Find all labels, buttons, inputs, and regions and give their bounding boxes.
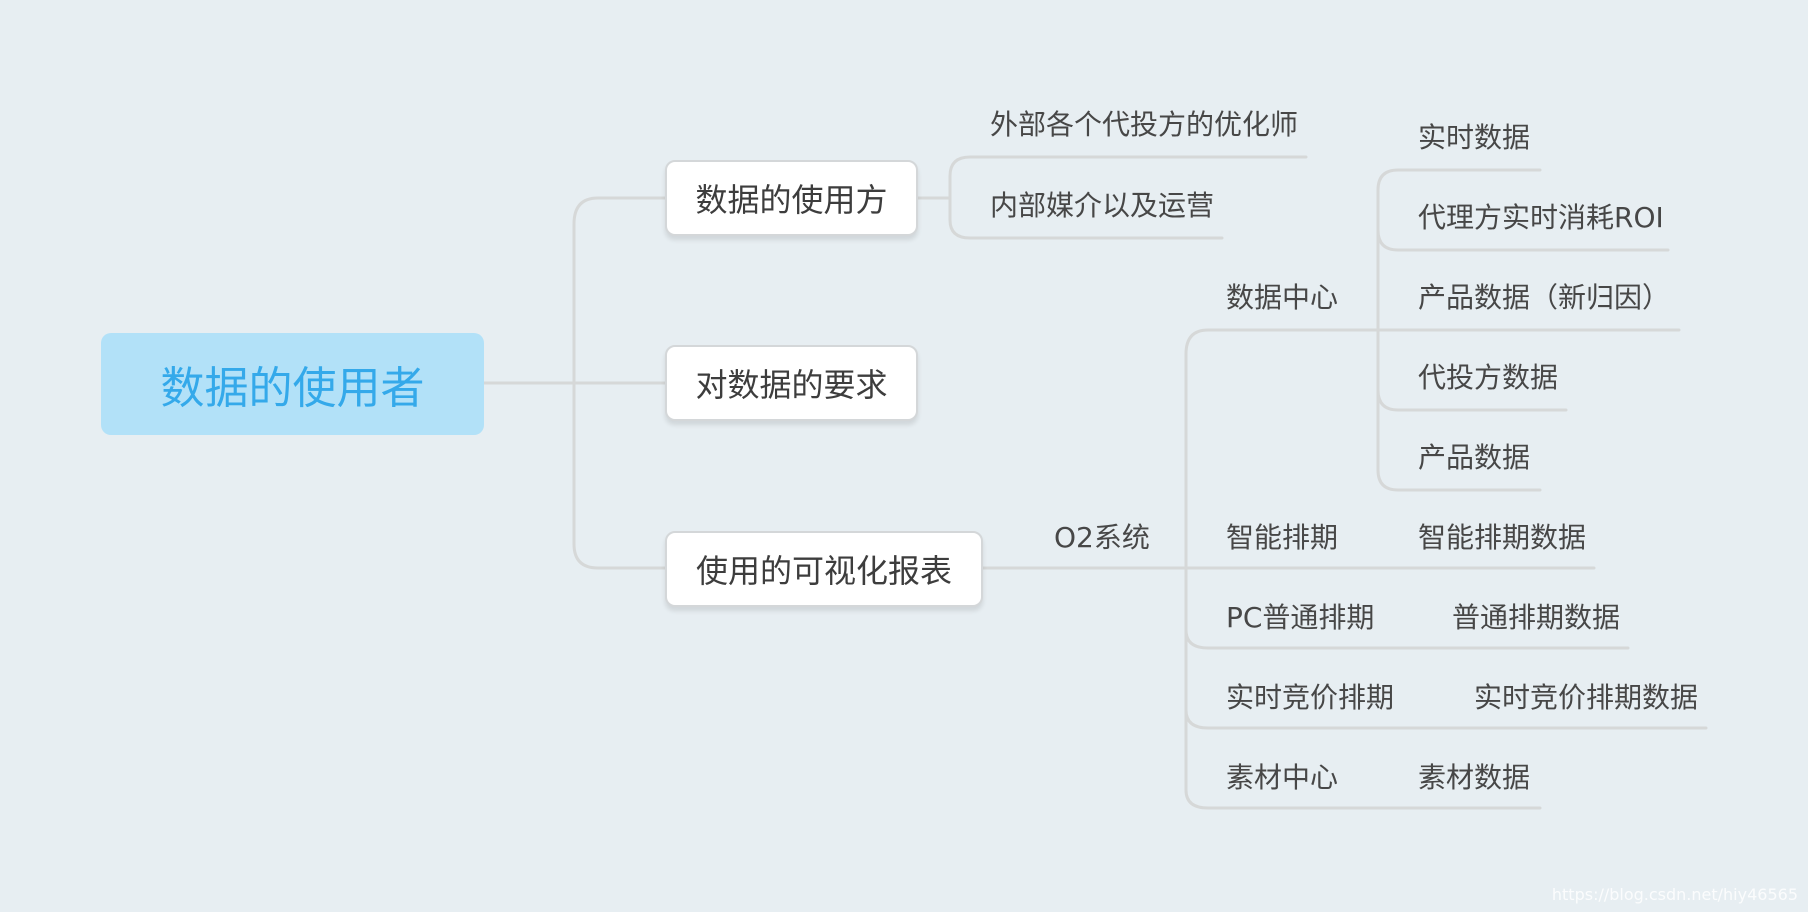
label-pc-schedule-data[interactable]: 普通排期数据: [1452, 601, 1621, 634]
label-smart-schedule[interactable]: 智能排期: [1226, 521, 1339, 554]
label-material-center[interactable]: 素材中心: [1226, 761, 1339, 794]
connector-o2-rows: [1184, 628, 1708, 730]
topic-data-users[interactable]: 数据的使用方: [665, 160, 918, 236]
label-external-optimizers[interactable]: 外部各个代投方的优化师: [990, 108, 1299, 141]
label-agent-data[interactable]: 代投方数据: [1418, 361, 1559, 394]
label-realtime-data[interactable]: 实时数据: [1418, 121, 1531, 154]
topic-visual-reports-label: 使用的可视化报表: [695, 552, 952, 590]
label-product-data-new-attribution[interactable]: 产品数据（新归因）: [1418, 281, 1671, 314]
topic-visual-reports[interactable]: 使用的可视化报表: [665, 531, 983, 607]
label-product-data[interactable]: 产品数据: [1418, 441, 1531, 474]
connector-datacenter-children: [1376, 168, 1670, 492]
connector-users: [916, 155, 1308, 240]
label-material-data[interactable]: 素材数据: [1418, 761, 1531, 794]
topic-data-users-label: 数据的使用方: [695, 181, 888, 219]
root-topic-label: 数据的使用者: [160, 363, 425, 414]
label-internal-media-ops[interactable]: 内部媒介以及运营: [990, 189, 1215, 222]
label-rtb-schedule-data[interactable]: 实时竞价排期数据: [1474, 681, 1699, 714]
label-pc-schedule[interactable]: PC普通排期: [1226, 601, 1375, 634]
label-agency-roi[interactable]: 代理方实时消耗ROI: [1418, 201, 1664, 234]
label-smart-schedule-data[interactable]: 智能排期数据: [1418, 521, 1587, 554]
topic-data-requirements[interactable]: 对数据的要求: [665, 345, 918, 421]
root-topic[interactable]: 数据的使用者: [101, 333, 484, 435]
label-o2-system[interactable]: O2系统: [1054, 521, 1150, 554]
label-data-center[interactable]: 数据中心: [1226, 281, 1339, 314]
topic-data-requirements-label: 对数据的要求: [695, 366, 888, 404]
connector-o2-spine: [1184, 328, 1681, 810]
watermark-text: https://blog.csdn.net/hiy46565: [1551, 885, 1798, 904]
connector-spine-level1: [572, 196, 667, 570]
label-rtb-schedule[interactable]: 实时竞价排期: [1226, 681, 1395, 714]
